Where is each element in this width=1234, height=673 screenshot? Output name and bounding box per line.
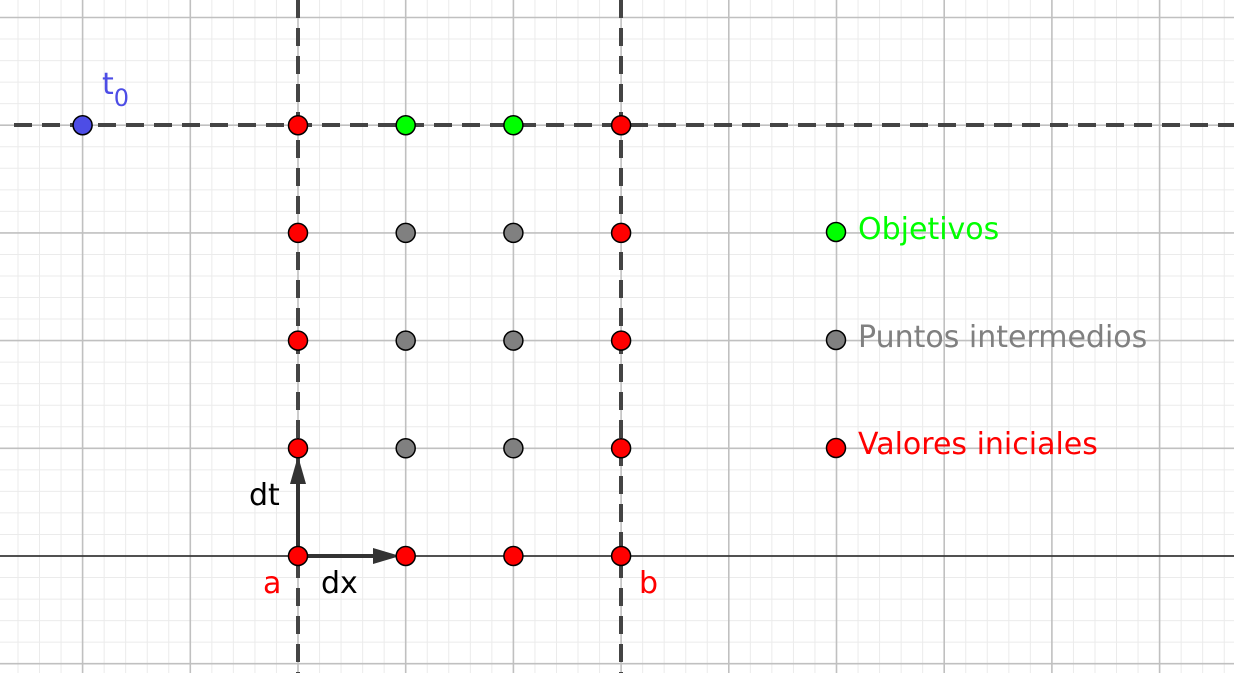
legend-marker-intermedios — [825, 329, 847, 351]
a-label: a — [263, 566, 281, 601]
dt-label: dt — [249, 478, 280, 513]
initial-point — [287, 114, 309, 136]
initial-point — [610, 438, 632, 459]
objective-point — [503, 114, 524, 136]
legend-label-iniciales: Valores iniciales — [858, 427, 1098, 462]
intermediate-point — [503, 438, 524, 459]
dt-arrow — [290, 456, 306, 556]
initial-point — [610, 330, 632, 351]
dx-arrow — [298, 548, 400, 564]
initial-point — [287, 545, 309, 567]
legend-label-intermedios: Puntos intermedios — [858, 320, 1147, 355]
points-layer — [72, 114, 632, 567]
t0-point — [72, 114, 93, 136]
legend: Objetivos Puntos intermedios Valores ini… — [825, 212, 1147, 462]
initial-point — [610, 545, 632, 567]
dx-label: dx — [321, 566, 358, 601]
initial-point — [610, 222, 632, 244]
legend-marker-objetivos — [825, 221, 847, 243]
initial-point — [610, 114, 632, 136]
intermediate-point — [395, 222, 416, 244]
intermediate-point — [395, 438, 416, 459]
objective-point — [395, 114, 416, 136]
initial-point — [287, 222, 309, 244]
initial-point — [287, 330, 309, 351]
initial-point — [503, 545, 524, 567]
intermediate-point — [503, 330, 524, 351]
initial-point — [395, 545, 416, 567]
b-label: b — [639, 566, 658, 601]
intermediate-point — [395, 330, 416, 351]
intermediate-point — [503, 222, 524, 244]
t0-label: t0 — [102, 67, 129, 112]
initial-point — [287, 438, 309, 459]
legend-marker-iniciales — [825, 437, 847, 459]
legend-label-objetivos: Objetivos — [858, 212, 999, 247]
